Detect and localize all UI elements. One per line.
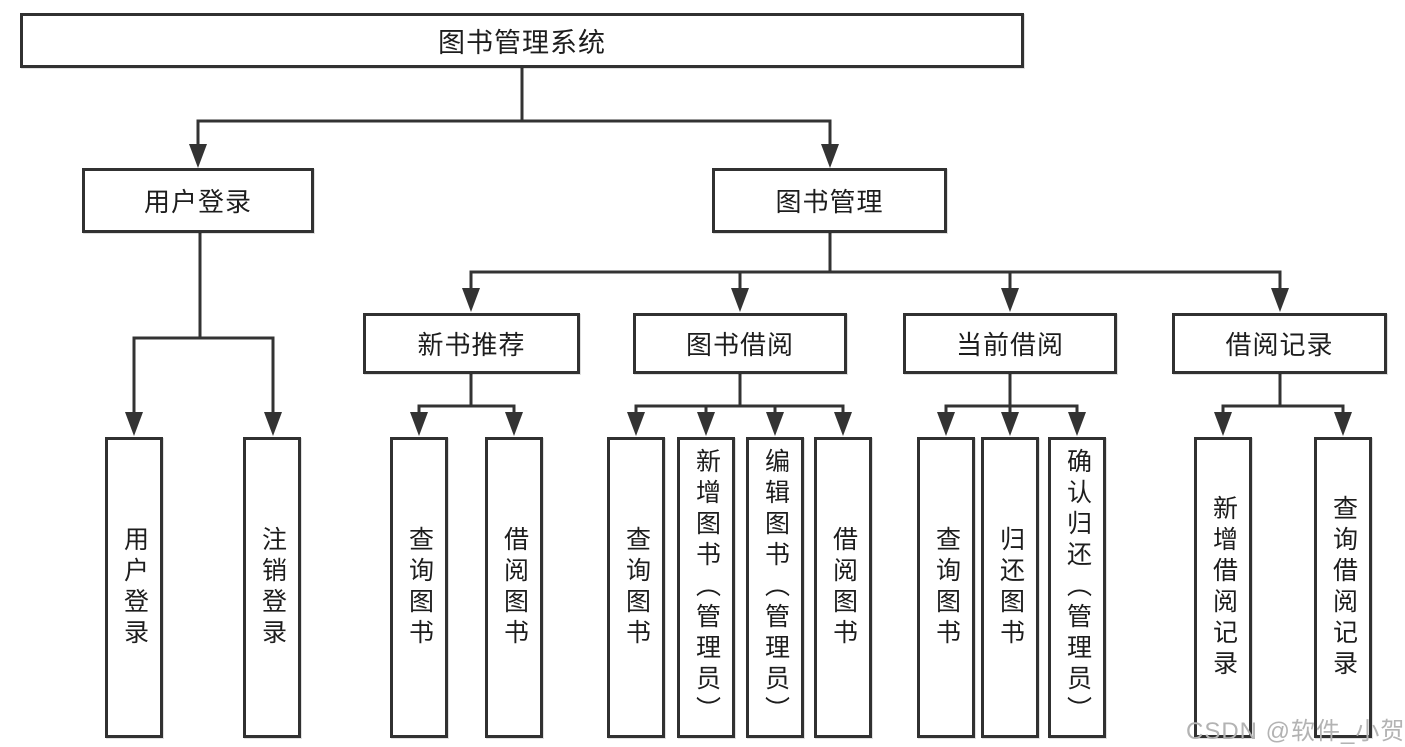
node-library-management-system-label: 图书管理系统 <box>438 28 606 58</box>
node-current-borrowing-label: 当前借阅 <box>955 330 1064 360</box>
leaf-query-books-borrowing-label: 查询图书 <box>622 525 651 650</box>
leaf-confirm-return-admin: 确认归还（管理员） <box>1048 437 1106 738</box>
leaf-add-borrow-record-label: 新增借阅记录 <box>1209 494 1238 681</box>
tree-edges <box>132 67 1345 414</box>
node-user-login-branch: 用户登录 <box>82 168 314 233</box>
leaf-confirm-return-admin-label: 确认归还（管理员） <box>1063 448 1092 727</box>
node-library-management-system: 图书管理系统 <box>20 13 1024 68</box>
leaf-logout-label: 注销登录 <box>258 525 287 650</box>
leaf-query-books-current: 查询图书 <box>917 437 975 738</box>
node-current-borrowing: 当前借阅 <box>903 313 1117 374</box>
node-new-book-recommendation: 新书推荐 <box>363 313 580 374</box>
leaf-query-books-recommend: 查询图书 <box>390 437 448 738</box>
leaf-borrow-books-borrowing-label: 借阅图书 <box>829 525 858 650</box>
node-user-login-branch-label: 用户登录 <box>143 187 252 217</box>
leaf-query-borrow-record: 查询借阅记录 <box>1314 437 1372 738</box>
leaf-return-book-label: 归还图书 <box>996 525 1025 650</box>
leaf-add-book-admin: 新增图书（管理员） <box>677 437 735 738</box>
arrowheads <box>125 144 1352 436</box>
leaf-return-book: 归还图书 <box>981 437 1039 738</box>
leaf-add-book-admin-label: 新增图书（管理员） <box>692 448 721 727</box>
leaf-user-login-label: 用户登录 <box>120 525 149 650</box>
leaf-query-books-recommend-label: 查询图书 <box>405 525 434 650</box>
node-book-management-branch: 图书管理 <box>712 168 947 233</box>
leaf-query-books-borrowing: 查询图书 <box>607 437 665 738</box>
leaf-borrow-books-recommend-label: 借阅图书 <box>500 525 529 650</box>
node-book-borrowing: 图书借阅 <box>633 313 847 374</box>
watermark: CSDN @软件_小贺同学 <box>1186 718 1405 745</box>
leaf-user-login: 用户登录 <box>105 437 163 738</box>
node-new-book-recommendation-label: 新书推荐 <box>417 330 526 360</box>
node-borrowing-records-label: 借阅记录 <box>1225 330 1334 360</box>
leaf-query-borrow-record-label: 查询借阅记录 <box>1329 494 1358 681</box>
leaf-add-borrow-record: 新增借阅记录 <box>1194 437 1252 738</box>
leaf-edit-book-admin-label: 编辑图书（管理员） <box>761 448 790 727</box>
leaf-borrow-books-recommend: 借阅图书 <box>485 437 543 738</box>
leaf-logout: 注销登录 <box>243 437 301 738</box>
leaf-borrow-books-borrowing: 借阅图书 <box>814 437 872 738</box>
leaf-edit-book-admin: 编辑图书（管理员） <box>746 437 804 738</box>
node-book-management-branch-label: 图书管理 <box>775 187 884 217</box>
node-borrowing-records: 借阅记录 <box>1172 313 1387 374</box>
node-book-borrowing-label: 图书借阅 <box>685 330 794 360</box>
leaf-query-books-current-label: 查询图书 <box>932 525 961 650</box>
